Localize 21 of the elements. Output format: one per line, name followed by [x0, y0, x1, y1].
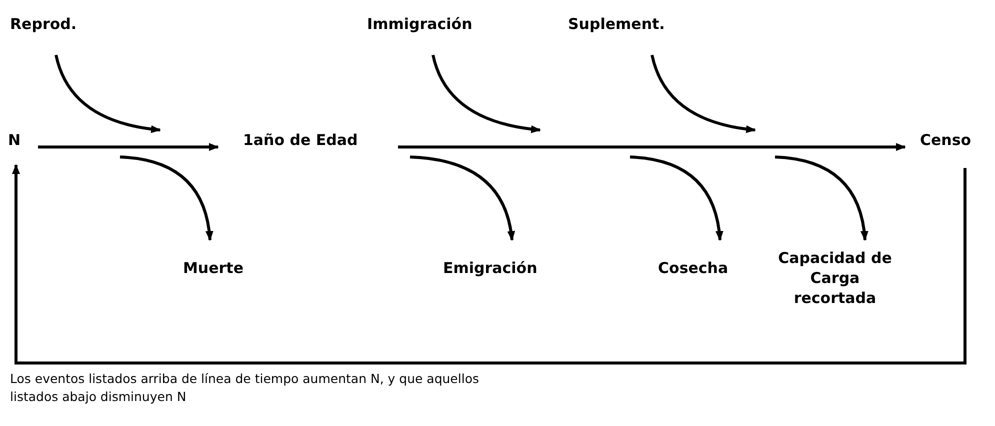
arrow — [432, 54, 541, 133]
timeline-point-label: 1año de Edad — [243, 130, 358, 150]
decrease-event-label: Emigración — [443, 258, 538, 278]
arrow — [774, 156, 868, 241]
increase-event-label: Reprod. — [10, 14, 77, 34]
arrow — [398, 143, 906, 151]
arrow — [650, 54, 756, 133]
arrow — [38, 143, 219, 151]
decrease-event-label: Capacidad de Carga recortada — [770, 248, 900, 308]
arrow — [410, 156, 515, 241]
timeline-point-label: N — [8, 130, 21, 150]
arrow — [12, 164, 966, 364]
arrow — [54, 54, 161, 133]
arrow — [120, 156, 213, 241]
timeline-point-label: Censo — [920, 130, 972, 150]
note-text: Los eventos listados arriba de línea de tiempo aumentan N, y que aquellos listados abajo disminuyen N — [10, 370, 480, 406]
increase-event-label: Suplement. — [568, 14, 665, 34]
arrow — [630, 156, 723, 241]
decrease-event-label: Cosecha — [658, 258, 728, 278]
increase-event-label: Immigración — [367, 14, 472, 34]
decrease-event-label: Muerte — [183, 258, 244, 278]
